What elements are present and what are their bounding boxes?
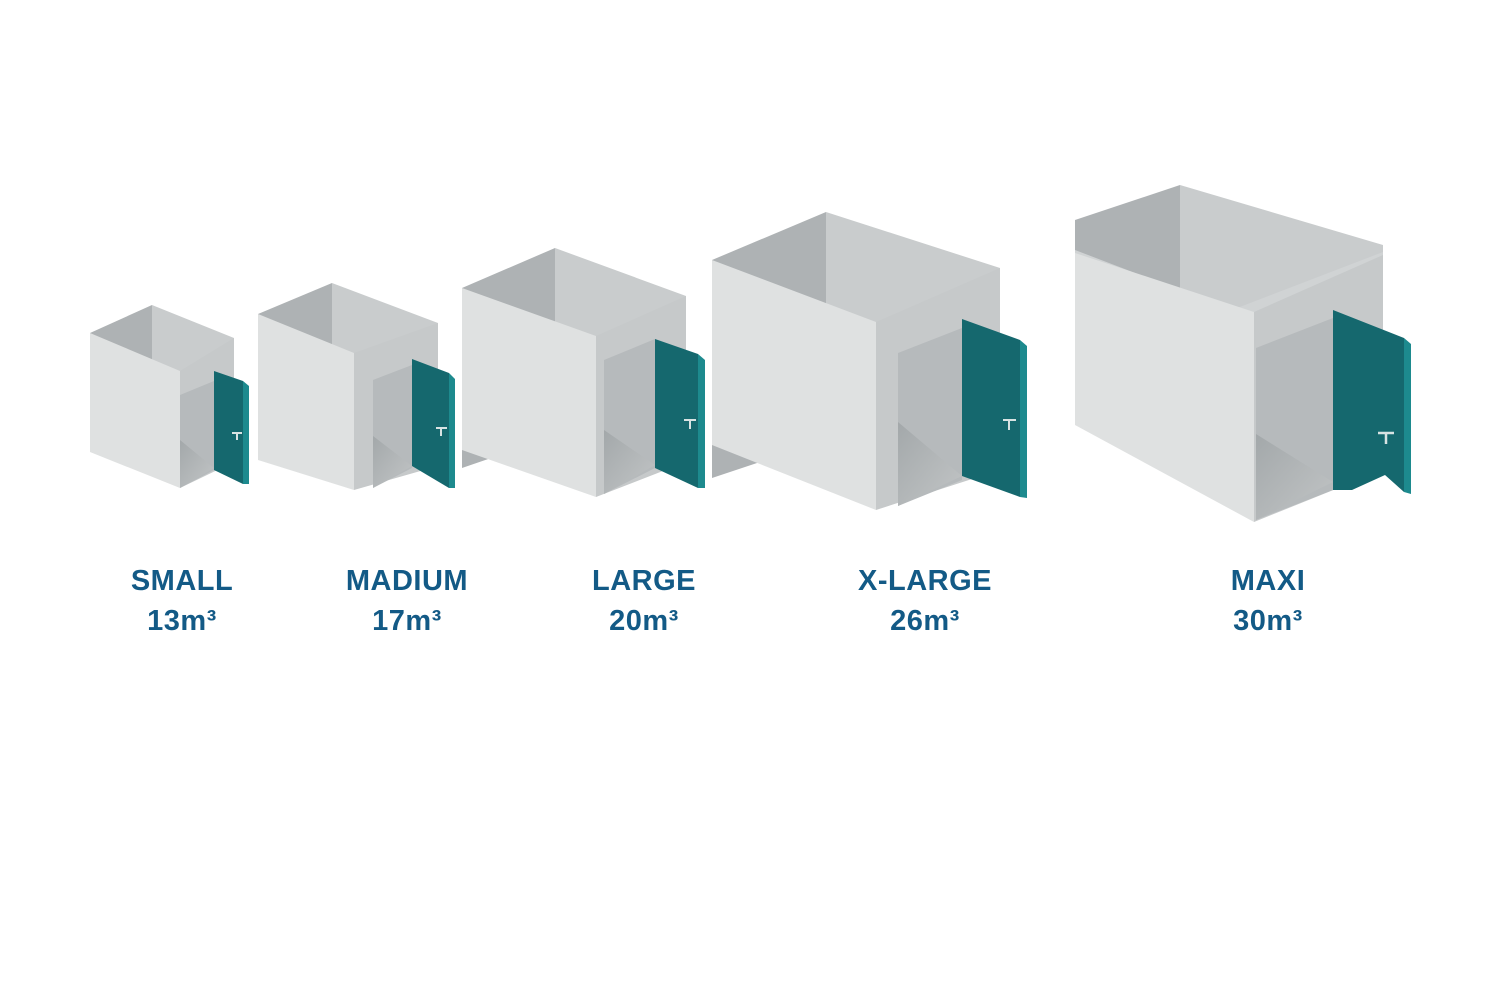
unit-medium-door-handle: [436, 427, 447, 436]
unit-maxi-back-left-wall: [1075, 185, 1180, 300]
unit-small-door: [214, 371, 243, 484]
unit-medium-door-edge: [449, 373, 455, 488]
unit-large-doorway-floor: [604, 430, 655, 494]
unit-name-medium: MADIUM: [345, 565, 469, 597]
unit-large-door-handle: [684, 419, 696, 429]
unit-xlarge-door: [962, 319, 1020, 497]
unit-volume-maxi: 30m³: [1233, 605, 1303, 637]
unit-xlarge-front-left-face: [712, 260, 876, 510]
unit-large-front-left-face: [462, 288, 596, 497]
unit-xlarge-door-edge: [1020, 340, 1027, 498]
storage-unit-large: [462, 248, 705, 497]
unit-xlarge-doorway-floor: [898, 422, 962, 506]
unit-medium-door: [412, 359, 449, 488]
unit-xlarge-door-handle: [1003, 419, 1016, 430]
storage-unit-maxi: [1075, 185, 1411, 522]
unit-label-large: LARGE 20m³: [534, 561, 754, 641]
storage-unit-xlarge: [712, 212, 1027, 510]
unit-volume-medium: 17m³: [372, 605, 442, 637]
unit-large-door: [655, 339, 698, 488]
unit-label-xlarge: X-LARGE 26m³: [815, 561, 1035, 641]
unit-large-door-edge: [698, 354, 705, 488]
unit-medium-doorway-floor: [373, 436, 412, 488]
unit-name-maxi: MAXI: [1230, 565, 1306, 597]
unit-medium-front-left-face: [258, 314, 354, 490]
storage-unit-medium: [258, 283, 455, 490]
unit-label-small: SMALL 13m³: [72, 561, 292, 641]
unit-maxi-doorway-floor: [1256, 434, 1333, 520]
unit-maxi-door: [1333, 310, 1404, 492]
unit-small-door-edge: [243, 381, 249, 484]
storage-unit-small: [90, 305, 249, 488]
unit-maxi-door-handle: [1378, 431, 1394, 444]
unit-name-small: SMALL: [130, 565, 234, 597]
unit-maxi-front-left-face: [1075, 253, 1254, 522]
unit-name-large: LARGE: [592, 565, 696, 597]
unit-small-doorway-floor: [180, 440, 214, 488]
unit-label-medium: MADIUM 17m³: [297, 561, 517, 641]
unit-small-door-handle: [232, 432, 242, 440]
unit-small-front-left-face: [90, 333, 180, 488]
unit-volume-small: 13m³: [147, 605, 217, 637]
unit-maxi-door-edge: [1404, 338, 1411, 494]
unit-name-xlarge: X-LARGE: [858, 565, 992, 597]
unit-label-maxi: MAXI 30m³: [1158, 561, 1378, 641]
unit-volume-large: 20m³: [609, 605, 679, 637]
unit-volume-xlarge: 26m³: [890, 605, 960, 637]
